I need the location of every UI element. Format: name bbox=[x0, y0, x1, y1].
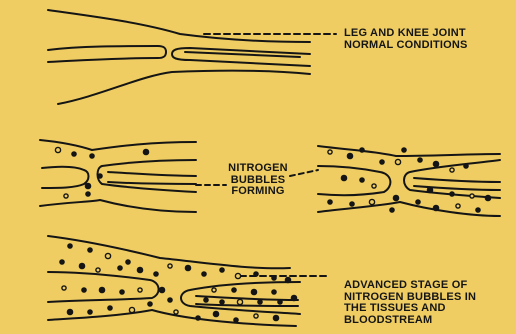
nitrogen-bubble bbox=[476, 208, 480, 212]
nitrogen-bubble bbox=[360, 148, 364, 152]
nitrogen-bubble bbox=[105, 253, 110, 258]
nitrogen-bubble bbox=[154, 272, 158, 276]
nitrogen-bubble bbox=[108, 306, 112, 310]
nitrogen-bubble bbox=[64, 194, 68, 198]
nitrogen-bubble bbox=[96, 268, 100, 272]
nitrogen-bubble bbox=[273, 315, 278, 320]
nitrogen-bubble bbox=[196, 316, 200, 320]
nitrogen-bubble bbox=[393, 195, 398, 200]
nitrogen-bubble bbox=[60, 260, 64, 264]
nitrogen-bubble bbox=[291, 295, 296, 300]
nitrogen-bubble bbox=[418, 158, 422, 162]
nitrogen-bubble bbox=[369, 199, 374, 204]
nitrogen-bubble bbox=[427, 187, 432, 192]
nitrogen-bubble bbox=[67, 309, 72, 314]
nitrogen-bubble bbox=[126, 260, 130, 264]
nitrogen-bubble bbox=[168, 264, 172, 268]
nitrogen-bubble bbox=[185, 265, 190, 270]
normal-conditions-label: LEG AND KNEE JOINT NORMAL CONDITIONS bbox=[344, 28, 468, 51]
nitrogen-bubble bbox=[99, 287, 104, 292]
nitrogen-bubble bbox=[88, 248, 92, 252]
nitrogen-bubble bbox=[232, 288, 236, 292]
nitrogen-bubble bbox=[98, 174, 102, 178]
knee-forming-figure bbox=[40, 140, 196, 212]
advanced-label-line-3: THE TISSUES AND bbox=[344, 303, 476, 315]
nitrogen-bubble bbox=[450, 168, 454, 172]
nitrogen-bubble bbox=[234, 318, 238, 322]
nitrogen-bubble bbox=[251, 289, 256, 294]
nitrogen-bubble bbox=[395, 159, 400, 164]
nitrogen-bubble bbox=[380, 160, 384, 164]
nitrogen-bubble bbox=[174, 310, 178, 314]
nitrogen-bubble bbox=[88, 310, 92, 314]
nitrogen-bubble bbox=[79, 263, 84, 268]
nitrogen-bubble bbox=[212, 288, 216, 292]
nitrogen-bubble bbox=[237, 299, 242, 304]
advanced-label-line-1: ADVANCED STAGE OF bbox=[344, 280, 476, 292]
nitrogen-bubble bbox=[272, 290, 276, 294]
nitrogen-bubble bbox=[90, 154, 94, 158]
nitrogen-bubble bbox=[347, 153, 352, 158]
nitrogen-bubble bbox=[202, 272, 206, 276]
nitrogen-bubble bbox=[85, 183, 90, 188]
forming-label-line-3: FORMING bbox=[226, 186, 290, 198]
nitrogen-bubble bbox=[341, 175, 346, 180]
nitrogen-bubble bbox=[129, 307, 134, 312]
nitrogen-bubble bbox=[278, 300, 282, 304]
normal-label-line-1: LEG AND KNEE JOINT bbox=[344, 28, 468, 40]
advanced-label-line-4: BLOODSTREAM bbox=[344, 315, 476, 327]
nitrogen-bubble bbox=[120, 290, 124, 294]
nitrogen-bubble bbox=[360, 178, 364, 182]
nitrogen-bubble bbox=[82, 288, 86, 292]
nitrogen-bubble bbox=[272, 276, 276, 280]
nitrogen-bubble bbox=[464, 164, 468, 168]
nitrogen-bubble bbox=[485, 195, 490, 200]
advanced-stage-label: ADVANCED STAGE OF NITROGEN BUBBLES IN TH… bbox=[344, 280, 476, 326]
nitrogen-bubble bbox=[143, 149, 148, 154]
nitrogen-bubble bbox=[148, 302, 152, 306]
nitrogen-bubble bbox=[470, 194, 474, 198]
forming-leader-line-right bbox=[290, 170, 318, 176]
bubbles-forming-label: NITROGEN BUBBLES FORMING bbox=[226, 163, 290, 198]
normal-label-line-2: NORMAL CONDITIONS bbox=[344, 40, 468, 52]
nitrogen-bubble bbox=[55, 147, 60, 152]
nitrogen-bubble bbox=[372, 184, 376, 188]
nitrogen-bubble bbox=[258, 300, 262, 304]
nitrogen-bubble bbox=[416, 200, 420, 204]
nitrogen-bubble bbox=[168, 298, 172, 302]
nitrogen-bubble bbox=[220, 300, 224, 304]
nitrogen-bubble bbox=[118, 266, 122, 270]
nitrogen-bubble bbox=[137, 267, 142, 272]
nitrogen-bubble bbox=[159, 287, 164, 292]
nitrogen-bubble bbox=[433, 161, 438, 166]
nitrogen-bubble bbox=[138, 288, 142, 292]
nitrogen-bubble bbox=[254, 314, 258, 318]
nitrogen-bubble bbox=[204, 298, 208, 302]
nitrogen-bubble bbox=[456, 204, 460, 208]
nitrogen-bubble bbox=[328, 200, 332, 204]
nitrogen-bubble bbox=[213, 311, 218, 316]
nitrogen-bubble bbox=[328, 150, 332, 154]
nitrogen-bubble bbox=[235, 273, 240, 278]
nitrogen-bubble bbox=[62, 286, 66, 290]
nitrogen-bubble bbox=[254, 272, 258, 276]
nitrogen-bubble bbox=[390, 208, 394, 212]
knee-normal-figure bbox=[48, 10, 310, 104]
nitrogen-bubble bbox=[86, 192, 90, 196]
nitrogen-bubble bbox=[285, 277, 290, 282]
forming-label-line-1: NITROGEN bbox=[226, 163, 290, 175]
nitrogen-bubble bbox=[402, 148, 406, 152]
nitrogen-bubble bbox=[450, 192, 454, 196]
nitrogen-bubble bbox=[350, 202, 354, 206]
nitrogen-bubble bbox=[72, 152, 76, 156]
nitrogen-bubble bbox=[68, 244, 72, 248]
nitrogen-bubble bbox=[220, 268, 224, 272]
nitrogen-bubble bbox=[433, 205, 438, 210]
